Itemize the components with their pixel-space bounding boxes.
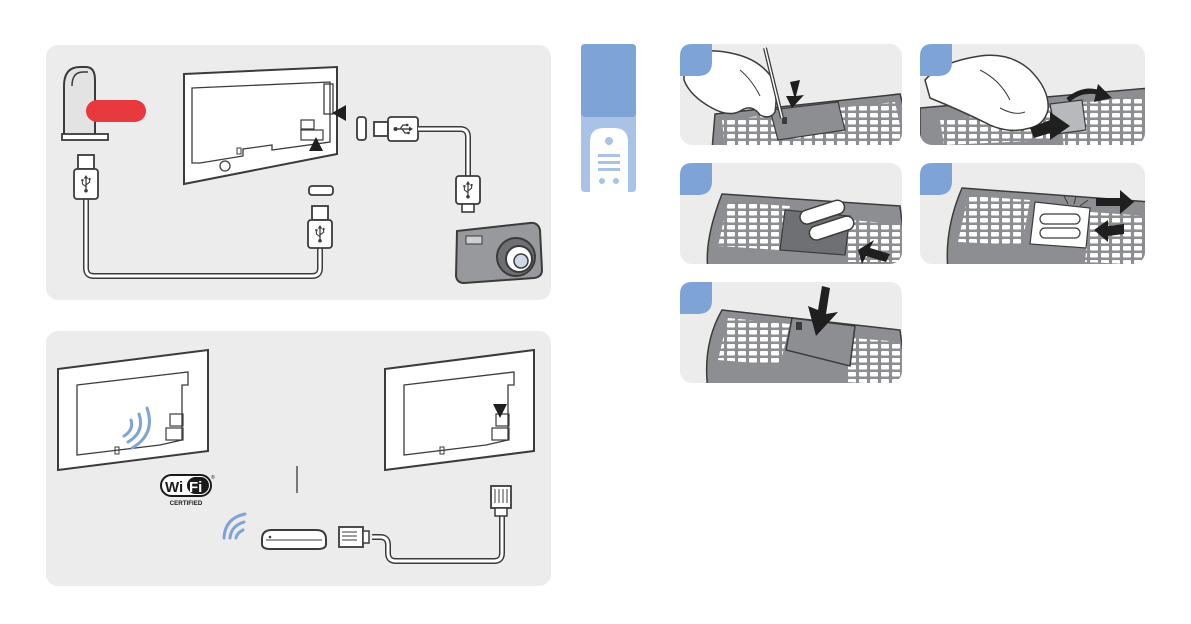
step-1-badge <box>680 44 712 76</box>
battery-step-2 <box>920 55 1150 150</box>
usb-cable-right <box>357 117 480 212</box>
step-2-badge <box>920 44 952 76</box>
arrow-icon <box>786 80 804 108</box>
remote-control-icon <box>590 128 628 192</box>
usb-port-small <box>309 186 333 195</box>
wifi-logo-certified: CERTIFIED <box>170 500 203 507</box>
usb-hard-drive <box>62 67 146 140</box>
wifi-logo-word-right: Fi <box>189 479 202 496</box>
tv-back-wireless <box>58 350 208 470</box>
battery-step-1 <box>684 48 915 150</box>
camera-icon <box>456 223 542 283</box>
tv-back-wired <box>385 350 534 470</box>
ethernet-cable <box>339 486 511 561</box>
battery-step-4 <box>947 188 1150 270</box>
wifi-logo-word-left: Wi <box>165 479 183 496</box>
wifi-waves-icon <box>224 514 245 538</box>
remote-control-tab <box>581 44 636 192</box>
battery-step-5 <box>707 286 908 390</box>
red-badge <box>86 100 146 122</box>
wifi-certified-logo: Wi Fi ® CERTIFIED <box>161 474 215 507</box>
wifi-logo-registered: ® <box>211 474 215 481</box>
ethernet-plug-icon <box>491 486 511 516</box>
battery-step-3 <box>707 194 908 270</box>
step-3-badge <box>680 163 712 195</box>
step-5-badge <box>680 282 712 314</box>
tv-back-usb <box>184 67 346 184</box>
step-4-badge <box>920 163 952 195</box>
ethernet-plug-icon <box>339 527 369 547</box>
router-icon <box>262 530 326 549</box>
